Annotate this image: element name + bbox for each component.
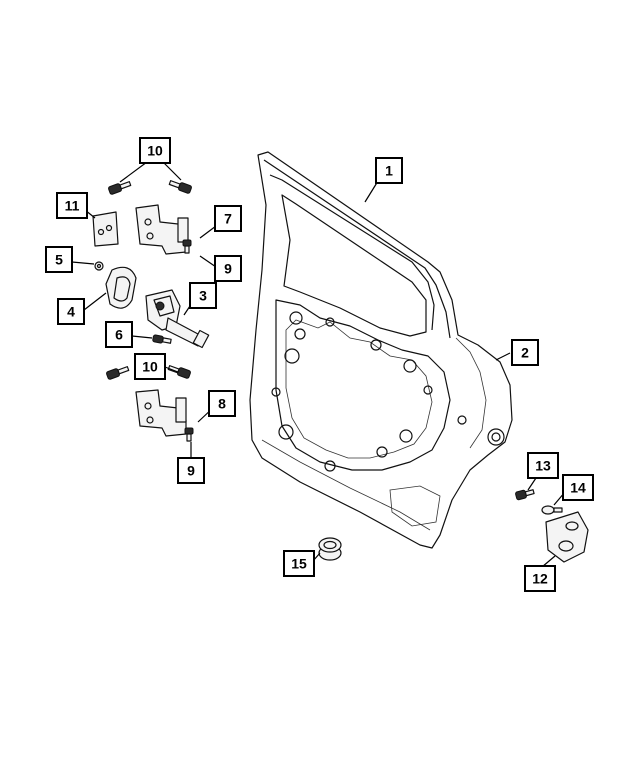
hinge-bolts-lower <box>106 365 191 380</box>
callout-label: 2 <box>521 345 529 361</box>
callout-12: 12 <box>524 565 556 592</box>
door-plug <box>318 537 342 561</box>
callout-10-lower: 10 <box>134 353 166 380</box>
callout-14: 14 <box>562 474 594 501</box>
callout-label: 1 <box>385 163 393 179</box>
callout-label: 3 <box>199 288 207 304</box>
callout-label: 10 <box>147 143 163 159</box>
callout-4: 4 <box>57 298 85 325</box>
hinge-bolts-upper <box>108 180 192 195</box>
callout-11: 11 <box>56 192 88 219</box>
callout-7: 7 <box>214 205 242 232</box>
callout-label: 8 <box>218 396 226 412</box>
check-strap-bolt <box>152 334 172 344</box>
hinge-bolt-lower-small <box>184 427 194 442</box>
callout-9-upper: 9 <box>214 255 242 282</box>
upper-hinge-door-side <box>135 204 189 255</box>
callout-label: 9 <box>224 261 232 277</box>
nut <box>94 261 104 271</box>
callout-label: 5 <box>55 252 63 268</box>
callout-label: 11 <box>65 198 80 214</box>
callout-label: 13 <box>535 458 551 474</box>
callout-label: 12 <box>532 571 548 587</box>
callout-1: 1 <box>375 157 403 184</box>
callout-label: 6 <box>115 327 123 343</box>
callout-2: 2 <box>511 339 539 366</box>
hinge-bolt-upper-small <box>182 239 192 254</box>
callout-13: 13 <box>527 452 559 479</box>
door-striker <box>515 489 589 563</box>
door-check-strap <box>145 289 210 349</box>
callout-label: 14 <box>570 480 586 496</box>
callout-label: 7 <box>224 211 232 227</box>
leader-lines <box>71 161 566 568</box>
callout-8: 8 <box>208 390 236 417</box>
hinge-shim-plate <box>92 211 119 247</box>
callout-10-upper: 10 <box>139 137 171 164</box>
lower-hinge <box>135 389 187 437</box>
callout-label: 15 <box>291 556 307 572</box>
door-shell <box>249 151 513 549</box>
check-strap-seal <box>105 266 137 309</box>
callout-label: 4 <box>67 304 75 320</box>
callout-9-lower: 9 <box>177 457 205 484</box>
callout-label: 9 <box>187 463 195 479</box>
callout-label: 10 <box>142 359 158 375</box>
callout-15: 15 <box>283 550 315 577</box>
callout-6: 6 <box>105 321 133 348</box>
callout-3: 3 <box>189 282 217 309</box>
callout-5: 5 <box>45 246 73 273</box>
